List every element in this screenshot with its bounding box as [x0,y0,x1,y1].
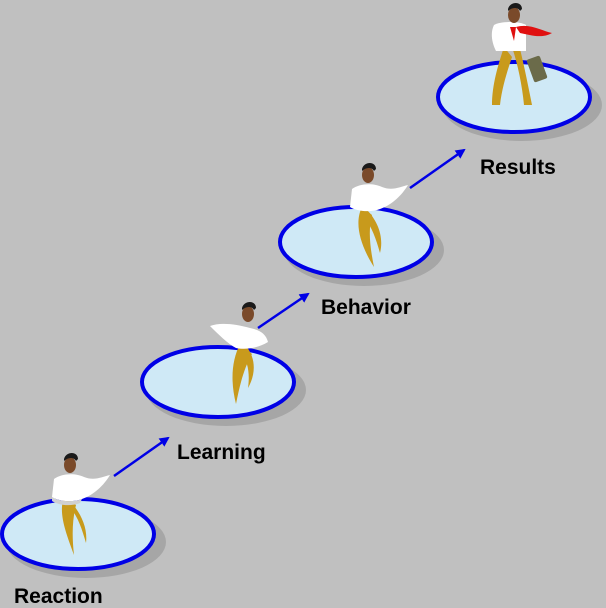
step-results [436,3,602,141]
arrow-right-up-icon [257,292,310,330]
running-businessman-icon [350,163,408,267]
walking-businessman-icon [491,3,552,105]
step-label-results: Results [480,156,556,179]
step-label-learning: Learning [177,441,266,464]
step-label-reaction: Reaction [14,585,103,608]
running-businessman-icon [52,453,110,555]
running-businessman-icon [210,302,268,404]
pad-behavior [278,205,434,279]
step-reaction [0,453,166,578]
step-label-behavior: Behavior [321,296,411,319]
pad-learning [140,345,296,419]
briefcase-icon [526,55,548,83]
step-learning [140,302,306,426]
tie-icon [510,27,516,41]
pad-reaction [0,497,156,571]
arrow-right-up-icon [113,436,170,478]
pad-results [436,60,592,134]
step-behavior [278,163,444,286]
arrow-right-up-icon [409,148,466,190]
